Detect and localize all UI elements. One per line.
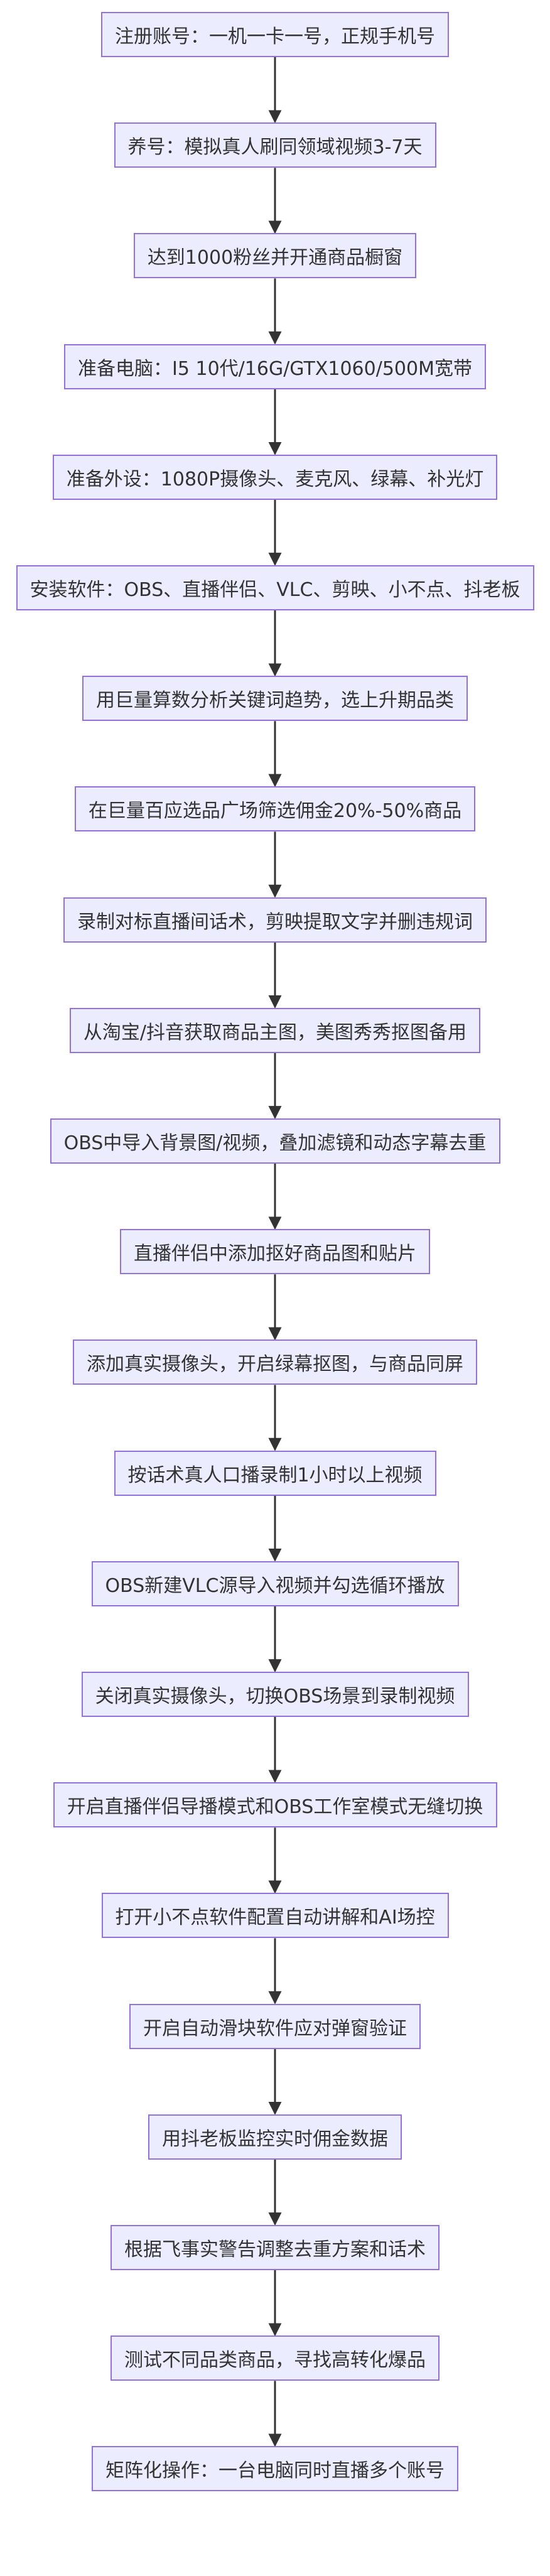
- flow-step-20: 用抖老板监控实时佣金数据: [148, 2114, 402, 2160]
- flow-step-12: 直播伴侣中添加抠好商品图和贴片: [120, 1229, 430, 1275]
- flow-step-9: 录制对标直播间话术，剪映提取文字并删违规词: [63, 897, 487, 943]
- flow-step-21: 根据飞事实警告调整去重方案和话术: [111, 2225, 439, 2270]
- flow-step-11: OBS中导入背景图/视频，叠加滤镜和动态字幕去重: [50, 1118, 500, 1164]
- flow-step-3: 达到1000粉丝并开通商品橱窗: [134, 233, 416, 279]
- flow-step-22: 测试不同品类商品，寻找高转化爆品: [111, 2335, 439, 2381]
- flow-step-14: 按话术真人口播录制1小时以上视频: [114, 1450, 436, 1496]
- flow-step-5: 准备外设：1080P摄像头、麦克风、绿幕、补光灯: [53, 454, 497, 500]
- flow-step-15: OBS新建VLC源导入视频并勾选循环播放: [91, 1561, 459, 1606]
- flow-step-17: 开启直播伴侣导播模式和OBS工作室模式无缝切换: [53, 1782, 497, 1828]
- flow-step-19: 开启自动滑块软件应对弹窗验证: [129, 2003, 421, 2049]
- flow-step-4: 准备电脑：I5 10代/16G/GTX1060/500M宽带: [64, 344, 486, 389]
- flow-step-6: 安装软件：OBS、直播伴侣、VLC、剪映、小不点、抖老板: [16, 565, 534, 610]
- flow-step-8: 在巨量百应选品广场筛选佣金20%-50%商品: [75, 786, 475, 832]
- flow-step-16: 关闭真实摄像头，切换OBS场景到录制视频: [81, 1672, 469, 1717]
- flow-step-18: 打开小不点软件配置自动讲解和AI场控: [101, 1893, 449, 1939]
- flow-step-1: 注册账号：一机一卡一号，正规手机号: [101, 12, 449, 57]
- flow-step-23: 矩阵化操作：一台电脑同时直播多个账号: [92, 2446, 458, 2492]
- flow-step-7: 用巨量算数分析关键词趋势，选上升期品类: [82, 676, 468, 722]
- flow-step-10: 从淘宝/抖音获取商品主图，美图秀秀抠图备用: [70, 1007, 480, 1053]
- flow-step-2: 养号：模拟真人刷同领域视频3-7天: [114, 122, 436, 168]
- flow-step-13: 添加真实摄像头，开启绿幕抠图，与商品同屏: [73, 1339, 477, 1385]
